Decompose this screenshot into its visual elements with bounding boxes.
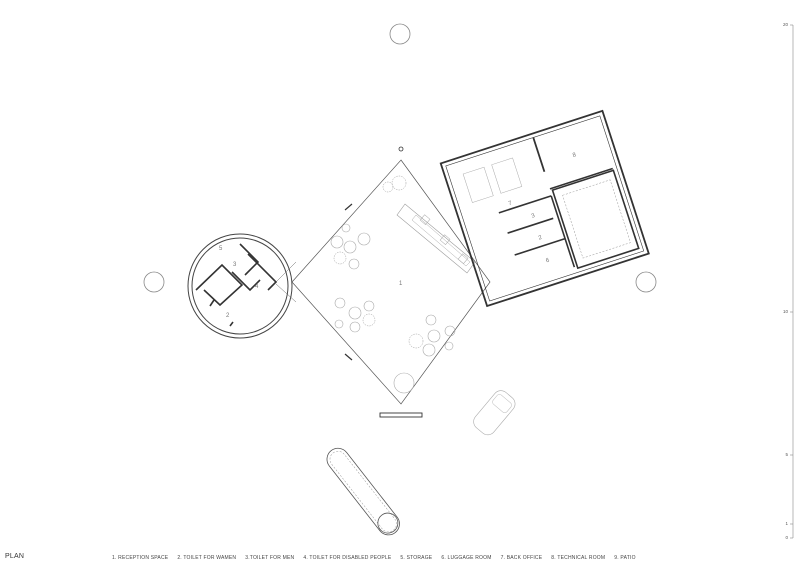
room-label-luggage: 6	[545, 258, 551, 265]
room-label-women-circle: 2	[226, 313, 230, 319]
legend-item: 5. STORAGE	[400, 555, 433, 561]
scale-tick-0: 0	[785, 535, 788, 540]
room-label-women-block: 2	[538, 235, 544, 242]
scale-bar	[790, 24, 794, 539]
legend-item: 3.TOILET FOR MEN	[245, 555, 295, 561]
legend-item: 6. LUGGAGE ROOM	[441, 555, 492, 561]
scale-tick-20: 20	[782, 22, 788, 27]
room-label-technical: 8	[572, 152, 578, 159]
planter	[326, 447, 400, 536]
reception-pavilion: 1	[291, 159, 491, 405]
room-label-back-office: 7	[508, 200, 514, 207]
legend-item: 9. PATIO	[614, 555, 636, 561]
drawing-title: PLAN	[5, 553, 25, 560]
legend-item: 4. TOILET FOR DISABLED PEOPLE	[303, 555, 392, 561]
bench	[379, 412, 423, 418]
car	[473, 390, 516, 436]
scale-tick-10: 10	[782, 309, 788, 314]
column-circle-top	[389, 23, 411, 45]
legend-item: 8. TECHNICAL ROOM	[551, 555, 606, 561]
legend-item: 1. RECEPTION SPACE	[112, 555, 169, 561]
legend-item: 2. TOILET FOR WAMEN	[177, 555, 237, 561]
room-label-reception: 1	[399, 281, 403, 287]
service-block: 7 8 3 2 6	[439, 109, 650, 308]
column-circle-left	[143, 271, 165, 293]
room-label-disabled: 4	[255, 284, 259, 290]
column-circle-right	[635, 271, 657, 293]
room-label-men-circle: 3	[233, 262, 237, 268]
small-marker	[398, 146, 404, 152]
room-label-men-block: 3	[531, 213, 537, 220]
room-label-storage: 5	[219, 246, 223, 252]
room-legend: 1. RECEPTION SPACE 2. TOILET FOR WAMEN 3…	[112, 555, 636, 561]
scale-tick-1: 1	[785, 521, 788, 526]
legend-item: 7. BACK OFFICE	[500, 555, 543, 561]
scale-tick-5: 5	[785, 452, 788, 457]
toilet-block-circular: 5 3 4 2	[187, 233, 293, 339]
